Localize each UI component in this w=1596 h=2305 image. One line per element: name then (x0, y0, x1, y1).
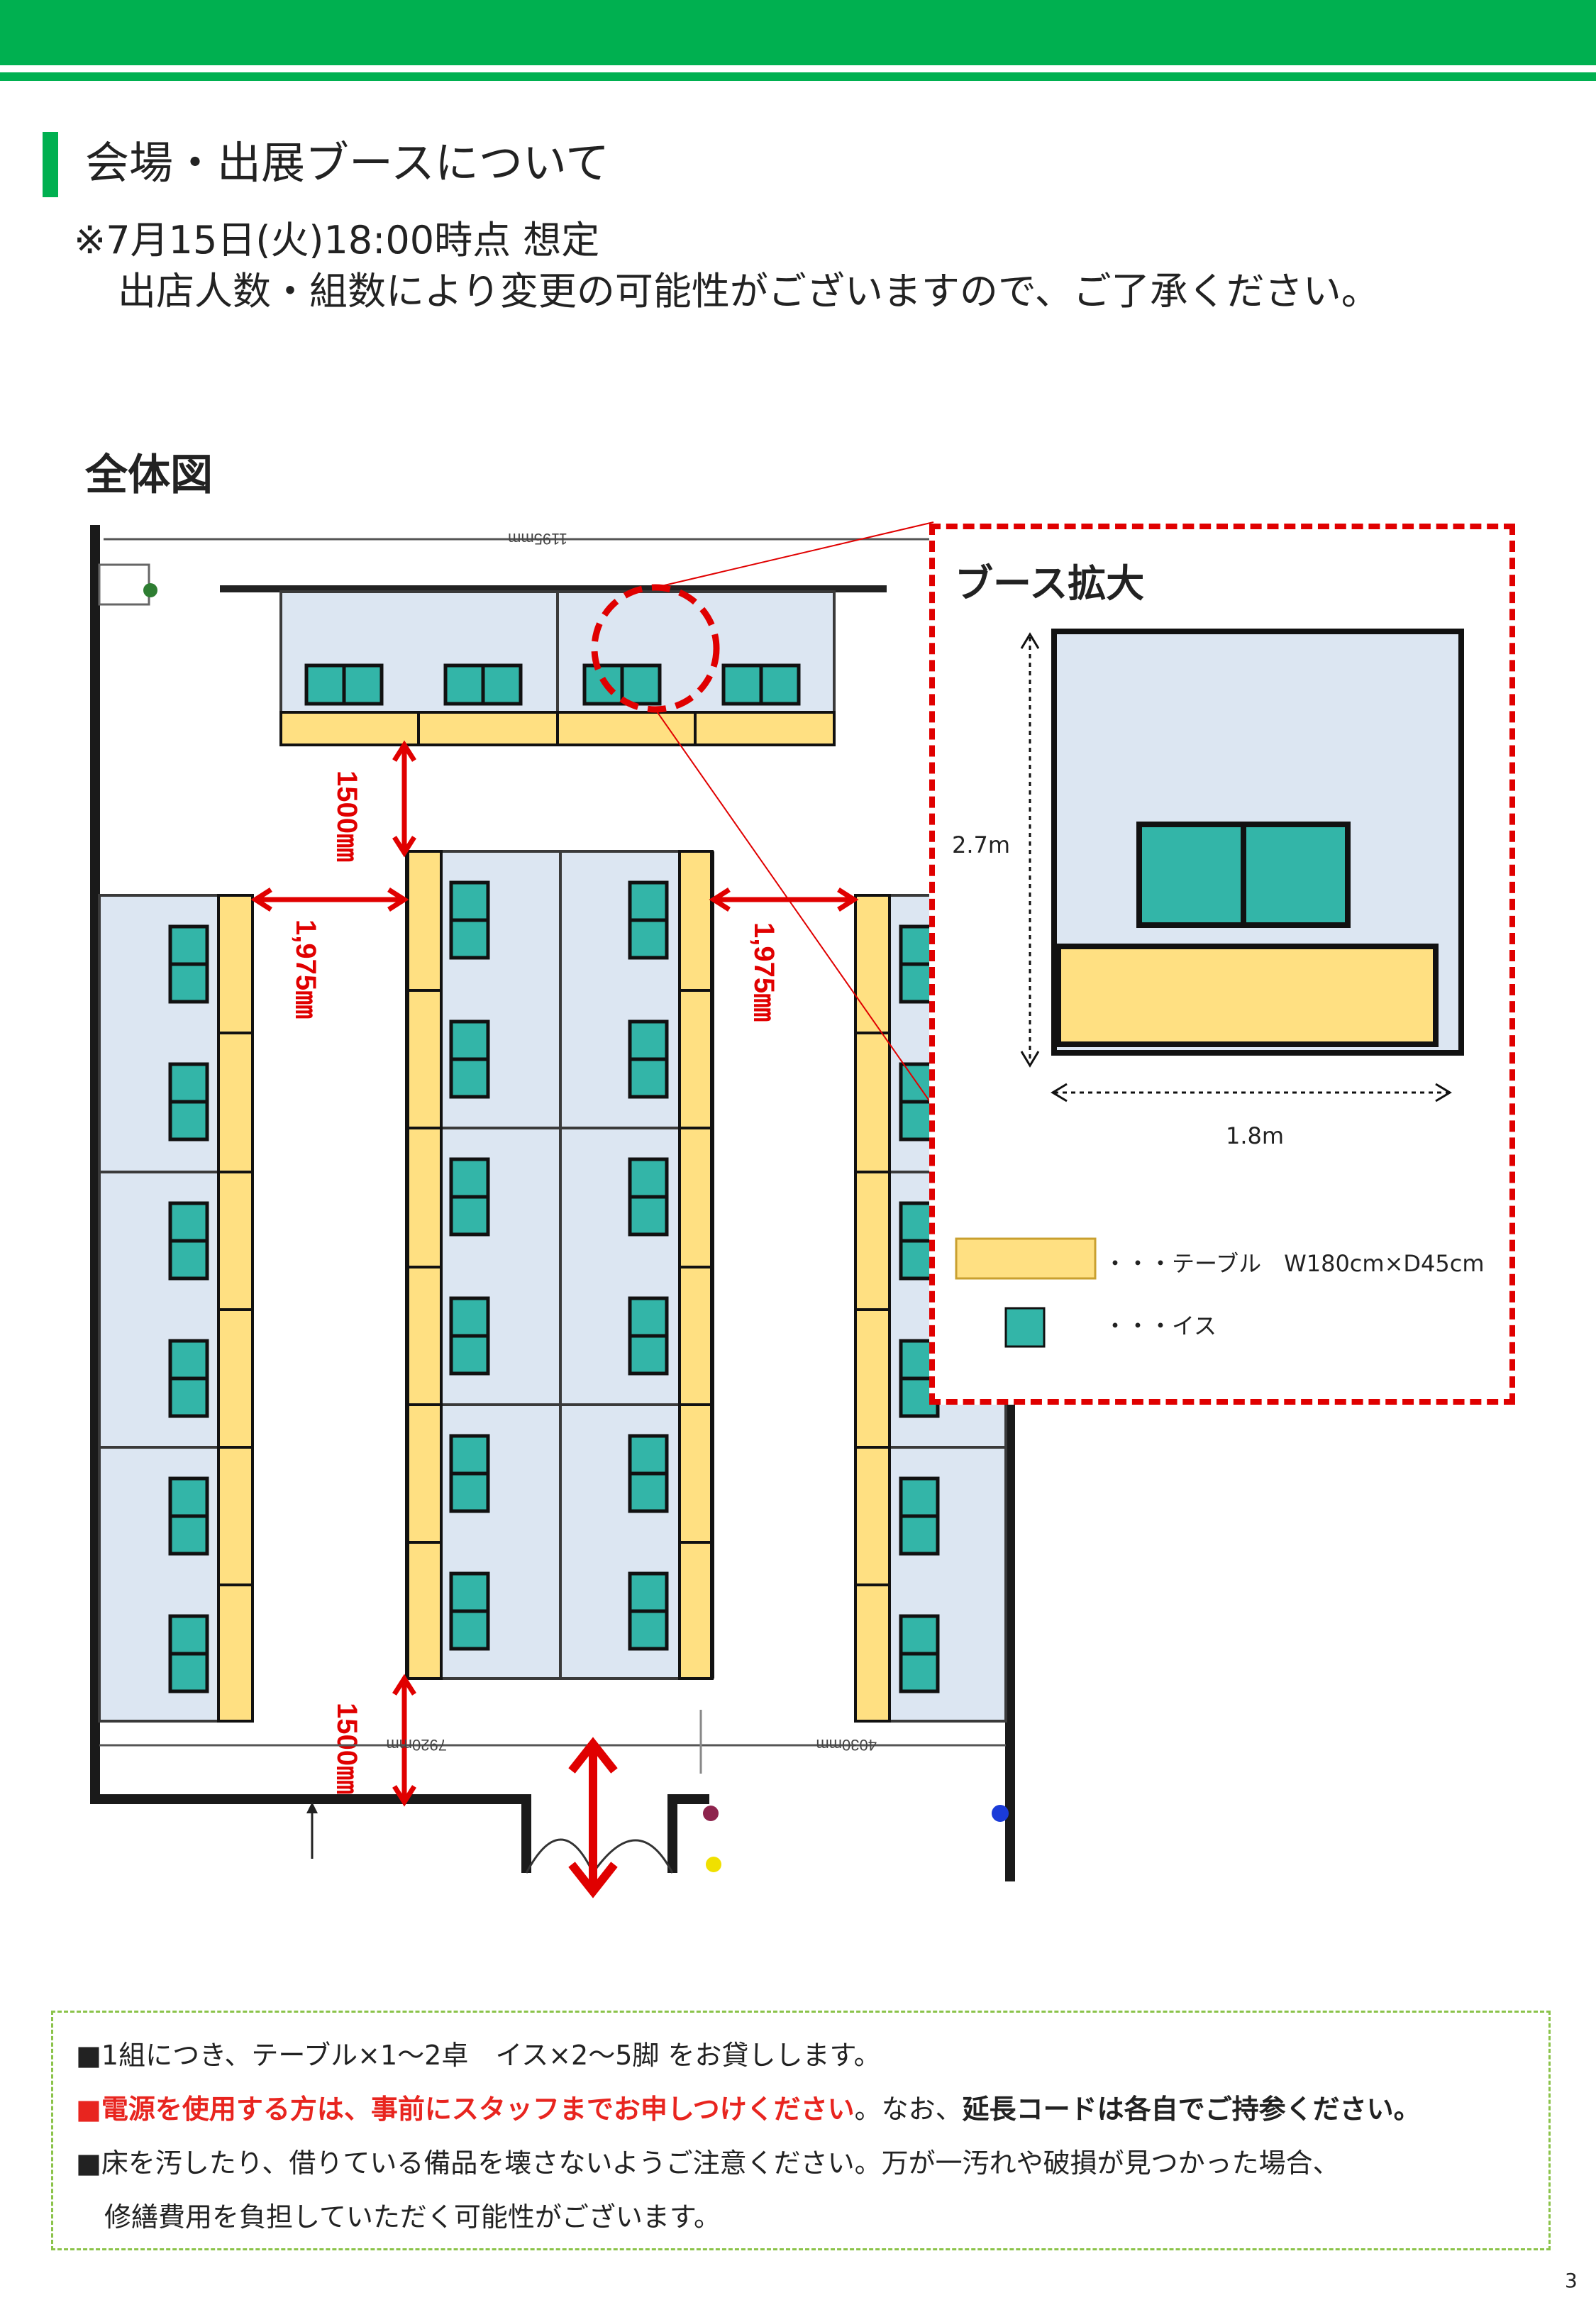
outlet-icon (143, 583, 157, 597)
wall-bottom-right (667, 1794, 709, 1873)
note-line-2: ■電源を使用する方は、事前にスタッフまでお申しつけください。なお、延長コードは各… (76, 2082, 1421, 2136)
legend-chair-text: ・・・イス (1104, 1312, 1217, 1339)
notice-line-1: ※7月15日(火)18:00時点 想定 (74, 218, 600, 262)
svg-text:1,975㎜: 1,975㎜ (748, 922, 780, 1022)
entrance-arrow (568, 1737, 618, 1898)
dim-1975-right: 1,975㎜ (709, 888, 859, 1022)
svg-text:1500㎜: 1500㎜ (331, 1703, 362, 1794)
outlet-icon-4 (992, 1805, 1009, 1822)
header-line (0, 72, 1596, 81)
note-power-warning: ■電源を使用する方は、事前にスタッフまでお申しつけください (76, 2094, 855, 2125)
height-label: 2.7m (952, 831, 1011, 858)
notes-box: ■1組につき、テーブル×1〜2卓 イス×2〜5脚 をお貸しします。 ■電源を使用… (51, 2011, 1551, 2250)
header-band (0, 0, 1596, 65)
svg-text:1,975㎜: 1,975㎜ (290, 919, 321, 1019)
floor-plan: 1195mm (90, 521, 1015, 1898)
note-line-3: ■床を汚したり、借りている備品を壊さないようご注意ください。万が一汚れや破損が見… (76, 2148, 1340, 2179)
notice-line-2: 出店人数・組数により変更の可能性がございますので、ご了承ください。 (118, 269, 1380, 314)
box-top-left (98, 563, 150, 606)
note-line-2-mid: 。なお、 (854, 2094, 963, 2125)
legend-chair-swatch (1004, 1307, 1046, 1348)
leader-line-1 (655, 521, 934, 588)
dim-1500-bottom: 1500㎜ (331, 1674, 416, 1807)
page-number: 3 (1565, 2269, 1578, 2292)
wall-left (90, 525, 531, 1873)
door-left (525, 1838, 594, 1874)
width-label: 1.8m (1226, 1122, 1285, 1149)
legend-table-swatch (955, 1237, 1097, 1280)
dim-1500-top: 1500㎜ (331, 740, 416, 862)
section-marker (43, 132, 58, 197)
top-booth-row (279, 590, 836, 746)
dim-1975-left: 1,975㎜ (250, 888, 409, 1019)
svg-text:1500㎜: 1500㎜ (331, 770, 362, 862)
dim-bottom-left-label: 7920mm (386, 1736, 447, 1754)
legend-table-text: ・・・テーブル W180cm×D45cm (1104, 1250, 1485, 1277)
left-booth-column (98, 894, 254, 1723)
note-line-4: 修繕費用を負担していただく可能性がございます。 (104, 2201, 721, 2233)
outlet-icon-2 (703, 1806, 719, 1821)
dim-bottom-right-label: 4030mm (816, 1736, 877, 1754)
note-extension-cord: 延長コードは各自でご持参ください。 (962, 2094, 1421, 2125)
center-booth-block (405, 850, 714, 1680)
door-right (592, 1839, 674, 1874)
zoom-diagram (955, 629, 1464, 1348)
note-line-1: ■1組につき、テーブル×1〜2卓 イス×2〜5脚 をお貸しします。 (76, 2040, 881, 2071)
section-title: 会場・出展ブースについて (85, 137, 610, 189)
dim-top-label: 1195mm (508, 530, 567, 548)
overall-title: 全体図 (85, 451, 213, 500)
zoom-title: ブース拡大 (955, 561, 1145, 606)
outlet-icon-3 (706, 1857, 721, 1872)
leader-line-2 (655, 709, 934, 1107)
